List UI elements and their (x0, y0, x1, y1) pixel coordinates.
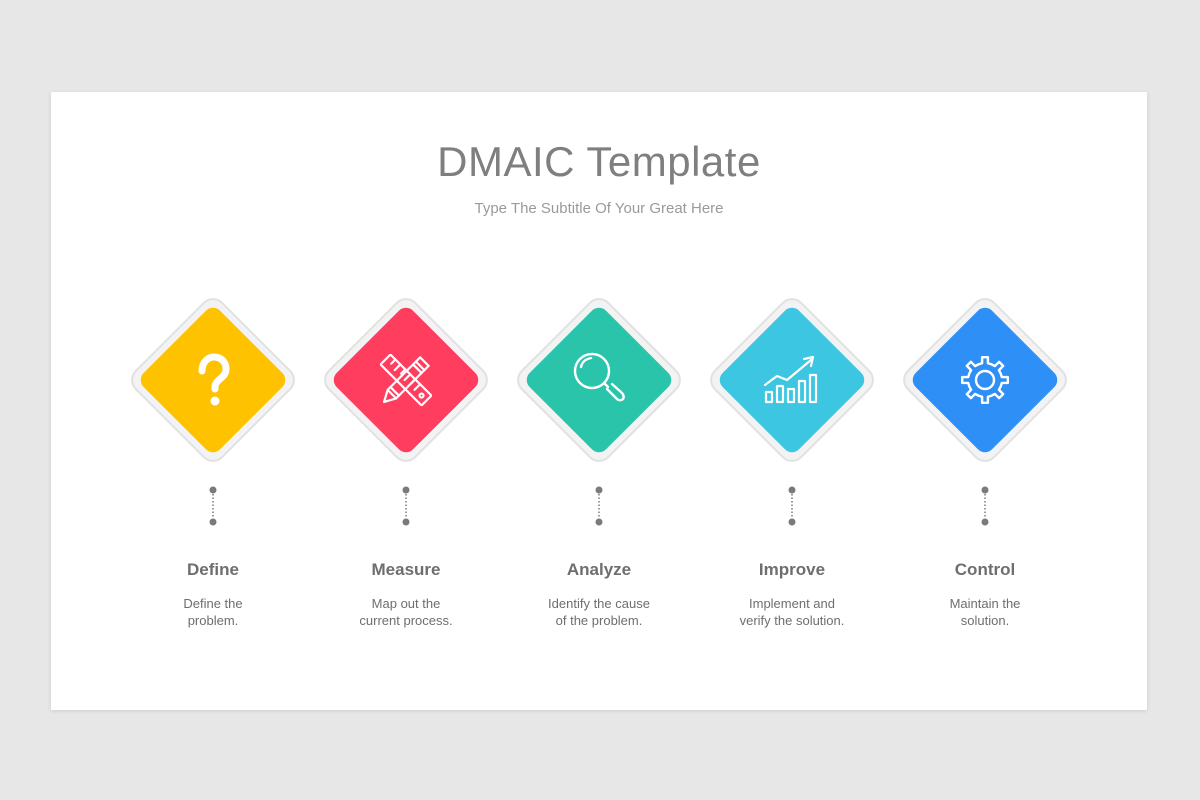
step-title: Improve (758, 560, 826, 579)
step-description: Define the problem. (183, 596, 243, 628)
magnifier-icon (573, 352, 625, 402)
gear-icon (960, 355, 1010, 405)
connector (209, 486, 217, 526)
connector (595, 486, 603, 526)
connector (788, 486, 796, 526)
step-control: Control Maintain the solution. (895, 290, 1075, 650)
step-title: Measure (371, 560, 441, 579)
step-description: Implement and verify the solution. (739, 596, 845, 628)
step-improve: Improve Implement and verify the solutio… (702, 290, 882, 650)
step-measure: Measure Map out the current process. (316, 290, 496, 650)
step-title: Control (954, 560, 1016, 579)
pencil-ruler-icon (379, 353, 433, 407)
connector (981, 486, 989, 526)
step-description: Identify the cause of the problem. (548, 596, 650, 628)
step-analyze: Analyze Identify the cause of the proble… (509, 290, 689, 650)
connector (402, 486, 410, 526)
step-description: Maintain the solution. (949, 596, 1021, 628)
step-define: Define Define the problem. (123, 290, 303, 650)
step-title: Define (187, 560, 239, 579)
slide-subtitle: Type The Subtitle Of Your Great Here (474, 200, 724, 217)
step-title: Analyze (566, 560, 632, 579)
growth-chart-icon (763, 355, 818, 404)
slide: DMAIC Template Type The Subtitle Of Your… (51, 92, 1147, 710)
slide-title: DMAIC Template (437, 138, 761, 185)
step-description: Map out the current process. (359, 596, 453, 628)
question-mark-icon (198, 353, 230, 406)
